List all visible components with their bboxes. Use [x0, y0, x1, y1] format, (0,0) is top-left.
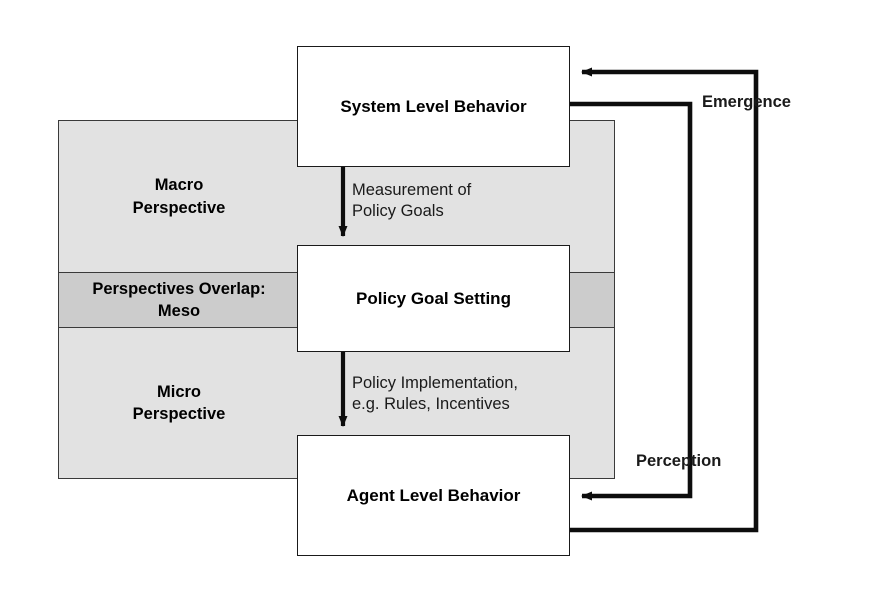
node-system-level-behavior-label: System Level Behavior — [340, 96, 527, 116]
band-micro-label: Micro Perspective — [132, 382, 226, 423]
band-macro-label: Macro Perspective — [132, 176, 226, 217]
edge-label-implementation: Policy Implementation, e.g. Rules, Incen… — [352, 374, 518, 414]
edge-label-emergence: Emergence — [702, 93, 791, 111]
node-agent-level-behavior[interactable]: Agent Level Behavior — [297, 435, 570, 556]
node-policy-goal-setting-label: Policy Goal Setting — [356, 288, 511, 308]
node-policy-goal-setting[interactable]: Policy Goal Setting — [297, 245, 570, 352]
edge-label-perception: Perception — [636, 452, 722, 470]
node-agent-level-behavior-label: Agent Level Behavior — [346, 485, 521, 505]
node-system-level-behavior[interactable]: System Level Behavior — [297, 46, 570, 167]
edge-label-measurement: Measurement of Policy Goals — [352, 181, 472, 221]
band-meso-label: Perspectives Overlap: Meso — [92, 279, 266, 320]
